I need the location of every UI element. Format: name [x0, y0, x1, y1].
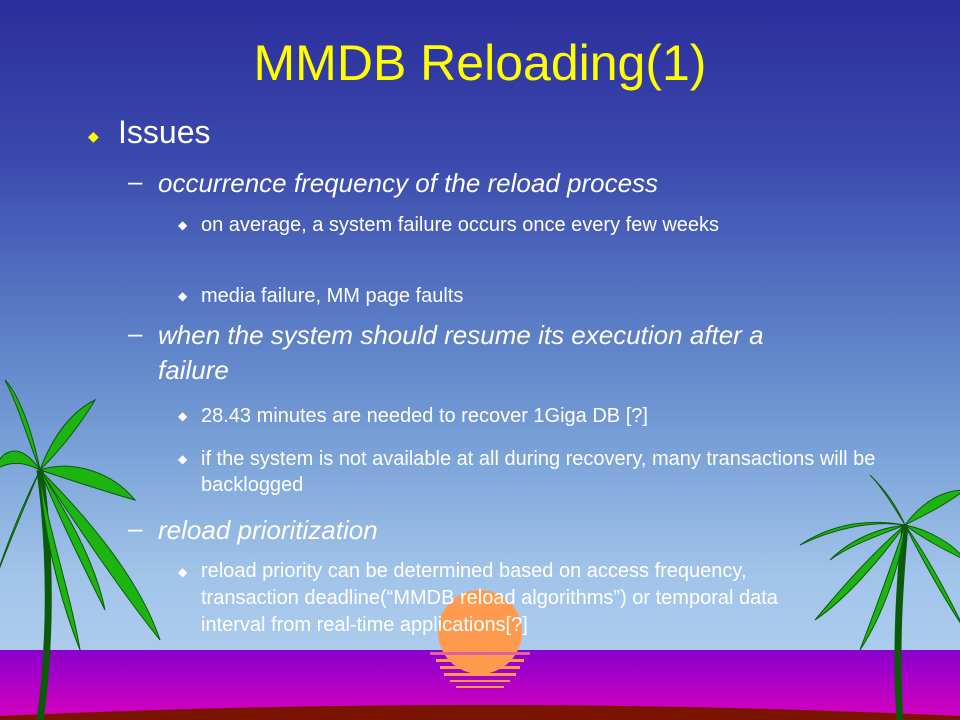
- diamond-bullet-icon: ◆: [88, 128, 99, 144]
- list-item: 28.43 minutes are needed to recover 1Gig…: [201, 405, 648, 427]
- dash-bullet: –: [128, 166, 143, 196]
- slide-title: MMDB Reloading(1): [253, 35, 707, 91]
- diamond-bullet-icon: ◆: [178, 565, 188, 579]
- diamond-bullet-icon: ◆: [178, 218, 188, 232]
- dash-bullet: –: [128, 318, 143, 348]
- diamond-bullet-icon: ◆: [178, 452, 188, 466]
- list-item: if the system is not available at all du…: [201, 448, 876, 496]
- right-palm-icon: [799, 474, 960, 720]
- sun-icon: [430, 590, 530, 688]
- diamond-bullet-icon: ◆: [178, 409, 188, 423]
- left-palm-icon: [0, 379, 161, 720]
- section-label: reload prioritization: [158, 515, 378, 545]
- list-item: reload priority can be determined based …: [201, 560, 778, 636]
- dash-bullet: –: [128, 513, 143, 543]
- ground-strip: [0, 705, 960, 720]
- diamond-bullet-icon: ◆: [178, 289, 188, 303]
- section-label: occurrence frequency of the reload proce…: [158, 168, 659, 198]
- list-item: media failure, MM page faults: [201, 285, 464, 307]
- heading-issues: Issues: [118, 114, 211, 150]
- section-label: when the system should resume its execut…: [158, 320, 764, 385]
- list-item: on average, a system failure occurs once…: [201, 214, 720, 236]
